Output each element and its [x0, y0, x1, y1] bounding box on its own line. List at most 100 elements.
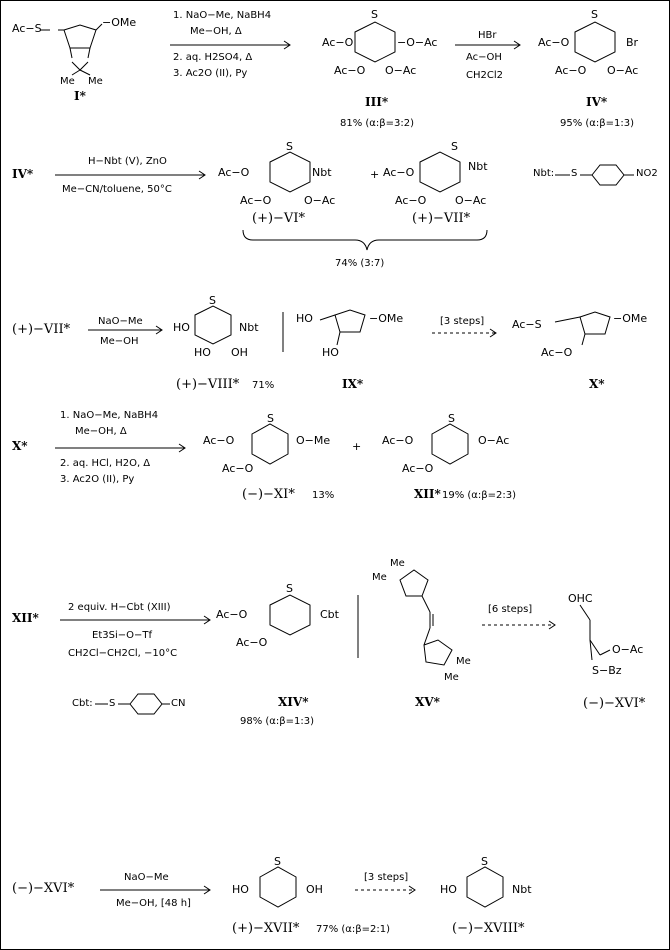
vi-oac: O−Ac	[304, 194, 336, 207]
compound-label-VIII: (+)−VIII*	[176, 377, 240, 392]
viii-ho1: HO	[173, 321, 190, 334]
hbr: HBr	[478, 30, 497, 41]
product-brace	[242, 229, 488, 251]
furanose-ring-IX	[334, 309, 366, 333]
row2-reag2: Me−CN/toluene, 50°C	[62, 184, 172, 195]
row1-reagent3: 3. Ac2O (II), Py	[173, 68, 248, 79]
furanose-ring-X	[579, 311, 611, 335]
compound-label-XVII: (+)−XVII*	[232, 921, 300, 936]
row2-plus: +	[370, 168, 380, 181]
p3-s: S	[371, 8, 378, 21]
vi-s: S	[286, 140, 293, 153]
row6-reag1: NaO−Me	[124, 872, 169, 883]
cbt-s: S	[109, 698, 116, 709]
nbt-s: S	[571, 168, 578, 179]
compound-label-XV: XV*	[415, 695, 440, 709]
viii-s: S	[209, 294, 216, 307]
vii-nbt: Nbt	[468, 160, 488, 173]
xv-me3: Me	[456, 656, 471, 667]
start-me2: Me	[88, 76, 103, 87]
xv-me1: Me	[390, 558, 405, 569]
thiane-ring-XIV	[269, 594, 311, 636]
row1-reagent2: 2. aq. H2SO4, Δ	[173, 52, 253, 63]
p4-g4: O−Ac	[607, 64, 639, 77]
viii-yield: 71%	[252, 380, 275, 391]
row4-start: X*	[12, 439, 28, 453]
compound-label-VI: (+)−VI*	[252, 211, 305, 226]
row5-reag1: 2 equiv. H−Cbt (XIII)	[68, 602, 171, 613]
thiane-ring-VII	[419, 151, 461, 193]
compound-label-XII: XII*	[414, 487, 441, 501]
ix-ho2: HO	[322, 346, 339, 359]
xi-g3: Ac−O	[222, 462, 254, 475]
xviii-nbt: Nbt	[512, 883, 532, 896]
row5-start: XII*	[12, 611, 39, 625]
xviii-s: S	[481, 855, 488, 868]
xvii-s: S	[274, 855, 281, 868]
x-acs: Ac−S	[512, 318, 542, 331]
xiv-s: S	[286, 582, 293, 595]
xvi-oac: O−Ac	[612, 643, 644, 656]
thiane-ring-VI	[269, 151, 311, 193]
nbt-definition-ring	[555, 164, 634, 186]
row6-reag2: Me−OH, [48 h]	[116, 898, 191, 909]
ix-ho1: HO	[296, 312, 313, 325]
p4-g2: Br	[626, 36, 639, 49]
row4-reag2: 2. aq. HCl, H2O, Δ	[60, 458, 151, 469]
xviii-ho: HO	[440, 883, 457, 896]
p4-g1: Ac−O	[538, 36, 570, 49]
row2-reag1: H−Nbt (V), ZnO	[88, 156, 167, 167]
xi-yield: 13%	[312, 490, 335, 501]
vii-aco1: Ac−O	[383, 166, 415, 179]
thiane-ring-III	[354, 21, 396, 63]
row3-steps: [3 steps]	[440, 316, 485, 327]
x-ome: −OMe	[613, 312, 648, 325]
xii-yield: 19% (α:β=2:3)	[442, 490, 517, 501]
row4-reag1: 1. NaO−Me, NaBH4	[60, 410, 159, 421]
row5-reag2: Et3Si−O−Tf	[92, 630, 152, 641]
xiv-g3: Ac−O	[236, 636, 268, 649]
cbt-definition-ring	[95, 693, 170, 715]
viii-nbt: Nbt	[239, 321, 259, 334]
compound-label-IV: IV*	[586, 95, 608, 109]
start-me1: Me	[60, 76, 75, 87]
row6-start: (−)−XVI*	[12, 881, 75, 896]
xii-g2: O−Ac	[478, 434, 510, 447]
thiane-ring-XI	[251, 423, 289, 465]
p4-yield: 95% (α:β=1:3)	[560, 118, 635, 129]
viii-ho2: HO	[194, 346, 211, 359]
xiv-yield: 98% (α:β=1:3)	[240, 716, 315, 727]
row3-reag1: NaO−Me	[98, 316, 143, 327]
xi-g1: Ac−O	[203, 434, 235, 447]
thiane-ring-IV	[574, 21, 616, 63]
row1-reagent1: 1. NaO−Me, NaBH4	[173, 10, 272, 21]
compound-label-XVI: (−)−XVI*	[583, 696, 646, 711]
viii-oh: OH	[231, 346, 248, 359]
thiane-ring-XII	[431, 423, 469, 465]
p3-yield: 81% (α:β=3:2)	[340, 118, 415, 129]
row4-reag1b: Me−OH, Δ	[75, 426, 127, 437]
start-acs: Ac−S	[12, 22, 42, 35]
p3-g1: Ac−O	[322, 36, 354, 49]
compound-label-XVIII: (−)−XVIII*	[452, 921, 525, 936]
p3-g4: O−Ac	[385, 64, 417, 77]
x-aco: Ac−O	[541, 346, 573, 359]
vi-nbt: Nbt	[312, 166, 332, 179]
compound-label-XI: (−)−XI*	[242, 487, 295, 502]
vi-aco2: Ac−O	[240, 194, 272, 207]
xii-s: S	[448, 412, 455, 425]
xiv-g2: Cbt	[320, 608, 339, 621]
thiane-ring-XVIII	[466, 866, 504, 908]
xi-g2: O−Me	[296, 434, 331, 447]
row5-reag3: CH2Cl−CH2Cl, −10°C	[68, 648, 178, 659]
row5-steps: [6 steps]	[488, 604, 533, 615]
compound-label-X: X*	[589, 377, 605, 391]
compound-label-VII: (+)−VII*	[412, 211, 471, 226]
hbr3: CH2Cl2	[466, 70, 503, 81]
xv-me4: Me	[444, 672, 459, 683]
row2-start: IV*	[12, 167, 34, 181]
cbt-cn: CN	[171, 698, 186, 709]
p4-s: S	[591, 8, 598, 21]
